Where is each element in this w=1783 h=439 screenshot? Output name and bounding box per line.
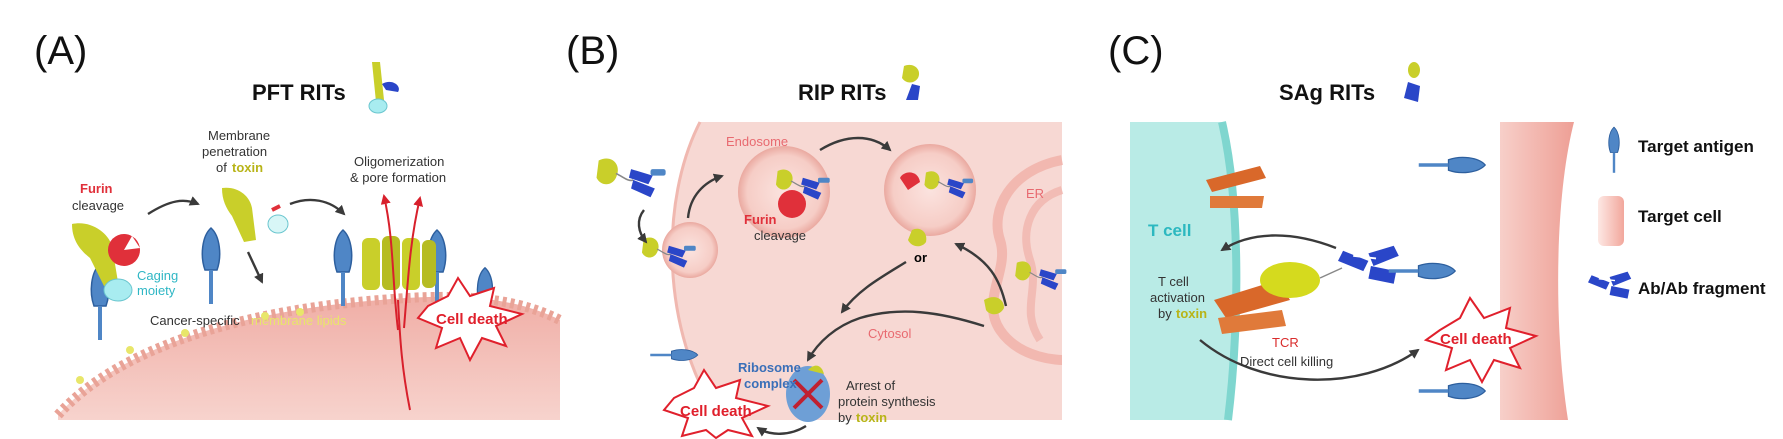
target-antigen: [201, 227, 221, 305]
arrow-to-pore: [289, 198, 346, 216]
toxin: [222, 187, 256, 242]
caging-label-1: Caging: [137, 268, 178, 283]
cell-death-label-a: Cell death: [436, 311, 508, 328]
er-label: ER: [1026, 186, 1044, 201]
superantigen-toxin: [1260, 262, 1320, 298]
by-label-b: by: [838, 410, 852, 425]
arrest-label-1: Arrest of: [846, 378, 896, 393]
cell-death-burst: [662, 368, 771, 439]
cell-death-label-c: Cell death: [1440, 331, 1512, 348]
late-endosome: [884, 144, 976, 236]
arrest-label-2: protein synthesis: [838, 394, 936, 409]
panel-c-title: SAg RITs: [1279, 80, 1375, 105]
activation-arrow: [1220, 234, 1337, 252]
panel-b-title: RIP RITs: [798, 80, 886, 105]
activation-label-1: T cell: [1158, 274, 1189, 289]
endosome: [738, 146, 830, 238]
target-antigen: [333, 229, 353, 307]
or-label: or: [914, 250, 927, 265]
inhibition-x: [792, 378, 824, 410]
target-antigen: [1418, 156, 1486, 174]
direct-killing-label: Direct cell killing: [1240, 354, 1333, 369]
arrow-to-penetration: [147, 196, 200, 216]
t-cell-label: T cell: [1148, 221, 1191, 240]
efflux-arrow: [403, 196, 424, 329]
t-cell-body: [1130, 122, 1237, 420]
target-cell-icon: [1598, 196, 1624, 246]
antibody-fragment: [1338, 244, 1400, 285]
panel-b: (B) RIP RITs ER Endosome Furin cleavage …: [566, 29, 1068, 439]
cell-death-burst: [1423, 296, 1539, 385]
membrane-label-1: Membrane: [208, 128, 270, 143]
oligo-label-2: & pore formation: [350, 170, 446, 185]
endosome-label: Endosome: [726, 134, 788, 149]
toxin-label-b: toxin: [856, 410, 887, 425]
toxin: [72, 223, 118, 286]
toxin-pore: [362, 236, 436, 290]
ribosome-label-2: complex: [744, 376, 798, 391]
furin-label-b: Furin: [744, 212, 777, 227]
toxin-label: toxin: [232, 160, 263, 175]
membrane-label-2: penetration: [202, 144, 267, 159]
cancer-cell-body: [58, 296, 560, 420]
panel-c-letter: (C): [1108, 29, 1164, 73]
panel-a-title: PFT RITs: [252, 80, 346, 105]
legend-target-cell: Target cell: [1638, 207, 1722, 226]
cell-death-burst: [416, 276, 525, 363]
toxin: [908, 228, 927, 247]
legend: Target antigen Target cell Ab/Ab fragmen…: [1588, 126, 1766, 300]
efflux-arrow: [380, 194, 399, 331]
by-label-c: by: [1158, 306, 1172, 321]
legend-target-antigen: Target antigen: [1638, 137, 1754, 156]
legend-antibody: Ab/Ab fragment: [1638, 279, 1766, 298]
cancer-specific-label: Cancer-specific: [150, 313, 240, 328]
cytosol-label: Cytosol: [868, 326, 911, 341]
rip-rit-icon: [902, 64, 920, 100]
activation-label-2: activation: [1150, 290, 1205, 305]
caging-label-2: moiety: [137, 283, 176, 298]
cleavage-label: cleavage: [72, 198, 124, 213]
membrane-lipids-label: membrane lipids: [251, 313, 347, 328]
furin: [778, 190, 806, 218]
target-antigen: [1388, 262, 1456, 280]
caging-moiety-released: [267, 214, 289, 234]
panel-c: (C) SAg RITs T cell TCR T cell activat: [1108, 29, 1574, 421]
toxin-label-c: toxin: [1176, 306, 1207, 321]
tcr-label: TCR: [1272, 335, 1299, 350]
arrow-down: [246, 251, 264, 284]
cell-membrane: [54, 291, 563, 419]
cleavage-label-b: cleavage: [754, 228, 806, 243]
oligo-label-1: Oligomerization: [354, 154, 444, 169]
sag-rit-icon: [1404, 62, 1420, 102]
caging-moiety: [103, 278, 133, 302]
tcr: [1206, 166, 1266, 208]
target-cell-body: [1500, 122, 1574, 420]
panel-a-letter: (A): [34, 29, 87, 73]
antibody-icon: [1588, 270, 1632, 300]
furin: [900, 172, 920, 190]
ribosome-label-1: Ribosome: [738, 360, 801, 375]
furin-label: Furin: [80, 181, 113, 196]
of-label: of: [216, 160, 227, 175]
er-folds: [987, 155, 1064, 365]
panel-b-letter: (B): [566, 29, 619, 73]
killing-arrow: [1199, 339, 1420, 381]
cell-death-label-b: Cell death: [680, 403, 752, 420]
panel-a: (A) PFT RITs Furin cleavage Caging moiet…: [34, 29, 563, 420]
target-antigen: [1418, 382, 1486, 400]
pft-rit-icon: [368, 62, 399, 114]
target-antigen-icon: [1608, 126, 1620, 174]
